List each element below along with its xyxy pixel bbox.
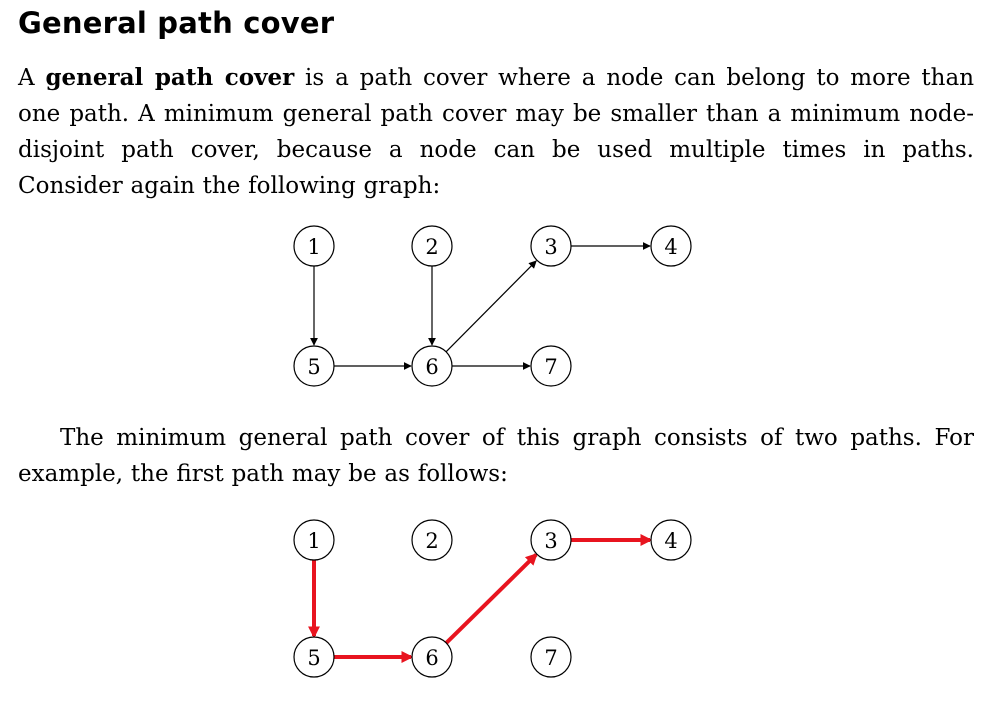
node-6: 6 [411, 636, 453, 678]
node-circle [650, 519, 692, 561]
node-label: 3 [544, 529, 557, 553]
node-1: 1 [293, 225, 335, 267]
node-4: 4 [650, 519, 692, 561]
node-label: 2 [425, 235, 438, 259]
node-3: 3 [530, 519, 572, 561]
node-circle [293, 519, 335, 561]
node-label: 6 [425, 646, 438, 670]
term-general-path-cover: general path cover [45, 64, 295, 91]
node-circle [293, 636, 335, 678]
node-label: 7 [544, 355, 557, 379]
node-label: 4 [664, 529, 677, 553]
node-2: 2 [411, 225, 453, 267]
node-circle [411, 225, 453, 267]
node-2: 2 [411, 519, 453, 561]
node-circle [293, 345, 335, 387]
node-6: 6 [411, 345, 453, 387]
node-label: 1 [307, 235, 320, 259]
node-label: 4 [664, 235, 677, 259]
node-circle [411, 519, 453, 561]
node-1: 1 [293, 519, 335, 561]
graph-diagram: 1 2 3 4 5 6 7 [293, 225, 692, 387]
node-label: 7 [544, 646, 557, 670]
edge-6-3 [445, 260, 537, 353]
node-circle [530, 636, 572, 678]
node-label: 5 [307, 646, 320, 670]
node-5: 5 [293, 636, 335, 678]
node-label: 1 [307, 529, 320, 553]
node-circle [650, 225, 692, 267]
node-7: 7 [530, 636, 572, 678]
example-paragraph: The minimum general path cover of this g… [18, 425, 974, 487]
node-circle [411, 345, 453, 387]
node-circle [411, 636, 453, 678]
node-circle [530, 225, 572, 267]
node-circle [293, 225, 335, 267]
node-3: 3 [530, 225, 572, 267]
node-label: 2 [425, 529, 438, 553]
edge-6-3 [444, 553, 538, 645]
section-title: General path cover [18, 6, 335, 40]
node-7: 7 [530, 345, 572, 387]
node-label: 3 [544, 235, 557, 259]
path-diagram: 1 2 3 4 5 6 7 [293, 519, 692, 678]
node-label: 5 [307, 355, 320, 379]
intro-prefix: A [18, 65, 46, 91]
node-5: 5 [293, 345, 335, 387]
intro-rest: is a path cover where a node can belong … [18, 65, 975, 199]
node-label: 6 [425, 355, 438, 379]
node-circle [530, 519, 572, 561]
node-4: 4 [650, 225, 692, 267]
intro-paragraph: A general path cover is a path cover whe… [18, 60, 974, 204]
node-circle [530, 345, 572, 387]
